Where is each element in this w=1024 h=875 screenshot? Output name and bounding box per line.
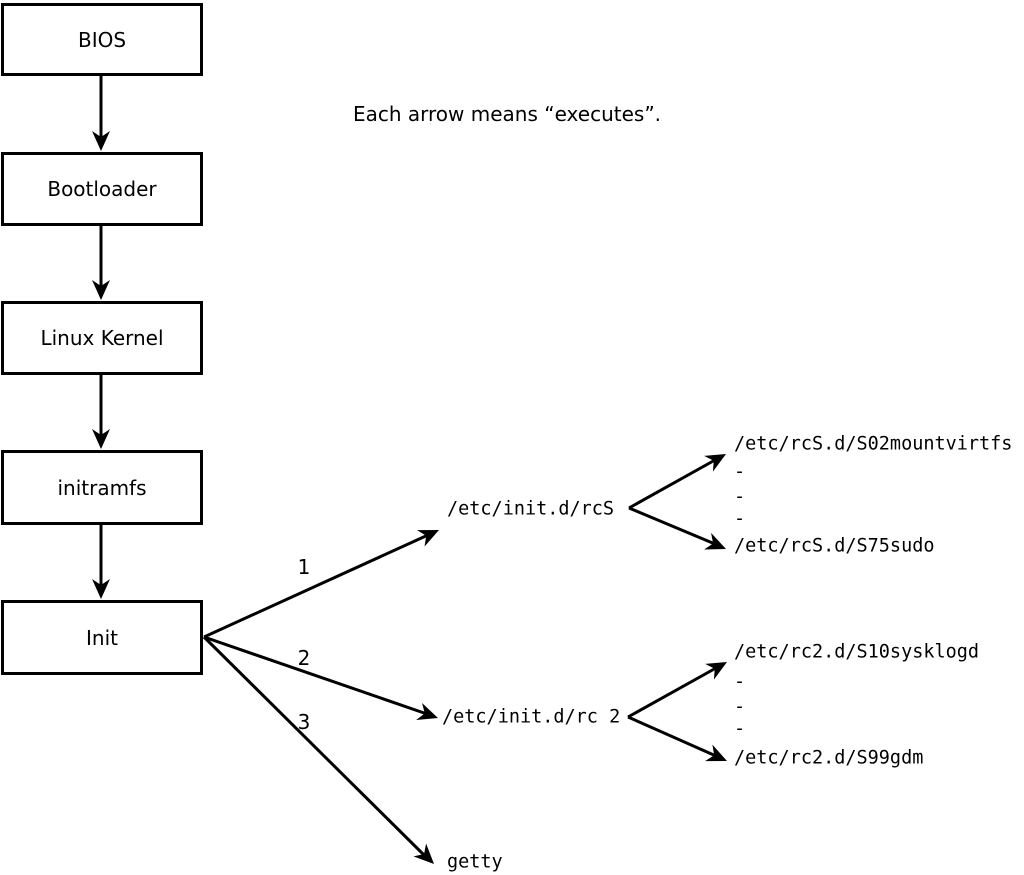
arrow-rc2-to-S99gdm xyxy=(627,715,727,762)
arrow-init-to-getty xyxy=(202,635,434,864)
rcS-script-first: /etc/rcS.d/S02mountvirtfs xyxy=(734,433,1013,455)
box-initramfs: initramfs xyxy=(1,450,203,525)
box-bios: BIOS xyxy=(1,3,203,76)
arrow-rcS-to-S75sudo xyxy=(628,506,726,550)
target-rcS: /etc/init.d/rcS xyxy=(447,498,615,520)
arrow-bios-to-bootloader xyxy=(92,76,110,151)
rcS-script-dot: - xyxy=(734,461,746,483)
arrow-init-to-rcS xyxy=(203,530,439,639)
arrow-label-2: 2 xyxy=(297,646,311,670)
arrow-bootloader-to-kernel xyxy=(92,226,110,300)
box-initramfs-label: initramfs xyxy=(57,475,147,500)
target-rc2: /etc/init.d/rc 2 xyxy=(442,706,621,728)
box-bios-label: BIOS xyxy=(77,27,127,52)
box-bootloader-label: Bootloader xyxy=(47,177,157,201)
rcS-script-dot: - xyxy=(734,508,746,530)
rc2-script-first: /etc/rc2.d/S10sysklogd xyxy=(734,641,980,663)
box-linux-kernel-label: Linux Kernel xyxy=(40,326,164,350)
arrow-kernel-to-initramfs xyxy=(92,375,110,449)
arrow-rcS-to-S02mountvirtfs xyxy=(628,454,726,510)
arrow-label-3: 3 xyxy=(297,710,311,734)
arrow-init-to-rc2 xyxy=(203,635,438,720)
arrow-rc2-to-S10sysklogd xyxy=(627,662,727,719)
rcS-script-last: /etc/rcS.d/S75sudo xyxy=(734,535,935,557)
box-bootloader: Bootloader xyxy=(1,152,203,226)
box-init: Init xyxy=(1,600,203,675)
rcS-script-dot: - xyxy=(734,486,746,508)
target-getty: getty xyxy=(447,851,503,873)
rc2-script-last: /etc/rc2.d/S99gdm xyxy=(734,747,924,769)
arrow-label-1: 1 xyxy=(297,555,311,579)
box-init-label: Init xyxy=(86,625,118,650)
box-linux-kernel: Linux Kernel xyxy=(1,301,203,375)
arrow-initramfs-to-init xyxy=(92,525,110,599)
diagram-note: Each arrow means “executes”. xyxy=(352,102,662,126)
rc2-script-dot: - xyxy=(734,696,746,718)
rc2-script-dot: - xyxy=(734,671,746,693)
rc2-script-dot: - xyxy=(734,718,746,740)
